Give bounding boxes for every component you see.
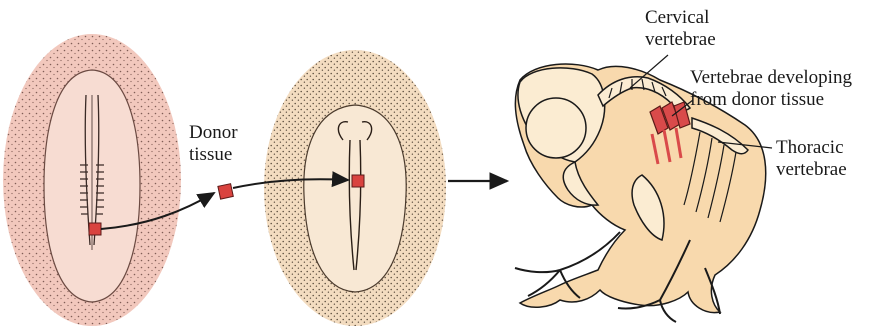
donor-tissue-piece (218, 184, 233, 199)
label-cervical-line2: vertebrae (645, 29, 716, 51)
chick-eye-orbit (526, 98, 586, 158)
label-developing-line1: Vertebrae developing (690, 67, 852, 89)
label-thoracic-line2: vertebrae (776, 159, 847, 181)
donor-embryo (3, 34, 181, 326)
donor-tissue-site (89, 223, 101, 235)
label-vertebrae-developing: Vertebrae developing from donor tissue (690, 67, 852, 111)
grafted-tissue-site (352, 175, 364, 187)
label-cervical-vertebrae: Cervical vertebrae (645, 7, 716, 51)
host-embryo-inner-area (304, 105, 406, 292)
label-thoracic-line1: Thoracic (776, 137, 847, 159)
label-thoracic-vertebrae: Thoracic vertebrae (776, 137, 847, 181)
label-donor-tissue: Donor tissue (189, 122, 238, 166)
label-cervical-line1: Cervical (645, 7, 716, 29)
label-donor-tissue-line2: tissue (189, 144, 238, 166)
host-embryo (264, 50, 446, 326)
label-developing-line2: from donor tissue (690, 89, 852, 111)
label-donor-tissue-line1: Donor (189, 122, 238, 144)
